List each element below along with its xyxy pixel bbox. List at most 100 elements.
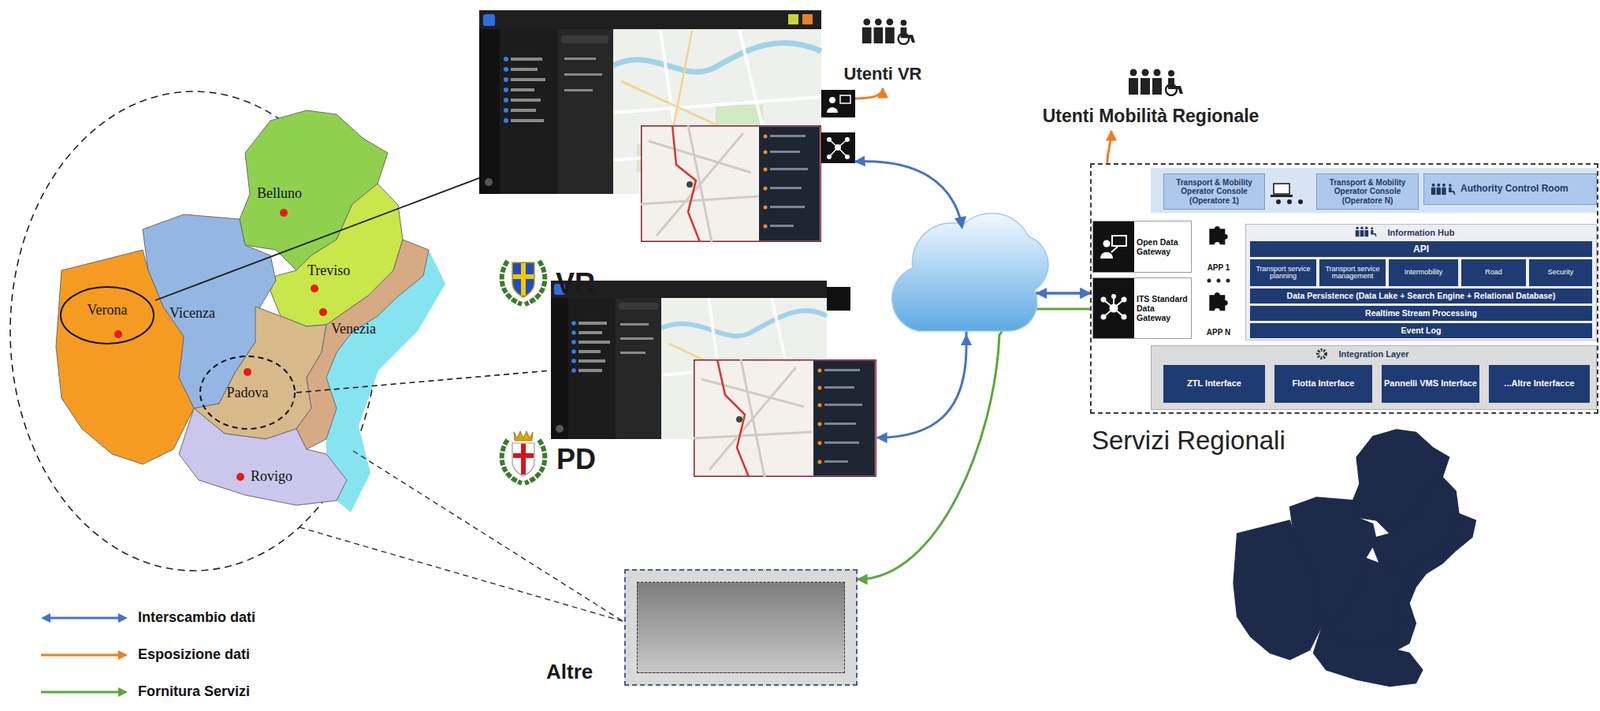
node-text: API xyxy=(1413,244,1429,255)
graphic-part xyxy=(571,349,577,354)
graphic-part xyxy=(1360,226,1364,231)
control-room-box: Authority Control Room xyxy=(1423,173,1597,205)
graphic-part xyxy=(510,88,535,92)
graphic-part xyxy=(620,337,654,340)
graphic-part xyxy=(578,340,611,344)
province-label: Venezia xyxy=(331,320,376,337)
graphic-part xyxy=(503,118,509,123)
node-text: Transport & Mobility Operator Console (O… xyxy=(1167,178,1262,206)
node-text: Authority Control Room xyxy=(1460,183,1569,195)
graphic-part xyxy=(178,408,347,506)
graphic-part xyxy=(1432,183,1436,187)
graphic-part xyxy=(40,654,120,657)
people-icon xyxy=(1430,182,1456,200)
graphic-part xyxy=(818,403,823,408)
graphic-part xyxy=(770,167,808,171)
graphic-part xyxy=(279,208,288,217)
connector-arrow xyxy=(857,308,1091,580)
graphic-part xyxy=(640,125,760,242)
graphic-part xyxy=(824,460,849,463)
legend-text: Fornitura Servizi xyxy=(137,683,250,700)
graphic-part xyxy=(829,96,836,104)
graphic-part xyxy=(564,73,603,76)
graphic-part xyxy=(1112,235,1127,246)
graphic-part xyxy=(802,14,813,25)
graphic-part xyxy=(60,286,154,344)
graphic-part xyxy=(1103,240,1111,248)
graphic-part xyxy=(243,368,252,376)
interface-box: Pannelli VMS Interface xyxy=(1381,364,1480,403)
coat-of-arms xyxy=(502,431,546,484)
node-text: ...Altre Interfacce xyxy=(1503,379,1574,389)
graphic-part xyxy=(1365,226,1369,231)
graphic-part xyxy=(826,154,832,160)
graphic-part xyxy=(503,56,509,123)
callout-line xyxy=(299,527,623,622)
graphic-part xyxy=(319,308,328,317)
graphic-part xyxy=(818,441,823,446)
graphic-part xyxy=(310,284,319,293)
graphic-part xyxy=(513,431,533,441)
node-text: Transport service planning xyxy=(1252,265,1314,281)
graphic-part xyxy=(1431,187,1436,195)
users-icon xyxy=(862,18,916,45)
graphic-part xyxy=(824,441,860,444)
graphic-part xyxy=(844,154,850,160)
graphic-part xyxy=(561,35,609,44)
graphic-part xyxy=(824,368,860,372)
graphic-part xyxy=(510,78,546,82)
graphic-part xyxy=(672,125,700,242)
graphic-part xyxy=(564,57,596,60)
graphic-part xyxy=(770,186,802,190)
graphic-part xyxy=(763,134,768,139)
graphic-part xyxy=(736,416,743,423)
graphic-part xyxy=(1355,230,1360,237)
graphic-part xyxy=(1101,314,1107,320)
graphic-part xyxy=(578,331,603,335)
graphic-part xyxy=(818,368,823,465)
graphic-part xyxy=(1370,226,1374,230)
layer-bar: Data Persistence (Data Lake + Search Eng… xyxy=(1250,288,1593,304)
coat-of-arms xyxy=(502,260,546,305)
graphic-part xyxy=(571,339,577,345)
province-label: Vicenza xyxy=(169,305,216,321)
node-text: APP 1 xyxy=(1207,263,1231,272)
graphic-part xyxy=(200,356,295,429)
interface-box: ...Altre Interfacce xyxy=(1488,364,1590,403)
graphic-part xyxy=(824,386,855,389)
graphic-part xyxy=(503,87,509,93)
graphic-part xyxy=(770,205,805,209)
module-box: Intermobility xyxy=(1388,259,1459,287)
node-text: Information Hub xyxy=(1387,226,1455,239)
graphic-part xyxy=(510,67,538,71)
graphic-part xyxy=(296,239,429,450)
node-text: Pannelli VMS Interface xyxy=(1384,379,1478,389)
graphic-part xyxy=(512,262,535,298)
graphic-part xyxy=(620,323,649,326)
graphic-part xyxy=(503,56,509,62)
graphic-part xyxy=(503,77,509,82)
graphic-part xyxy=(1298,199,1303,205)
municipality-system: PD xyxy=(550,280,878,477)
graphic-part xyxy=(510,57,543,61)
graphic-part xyxy=(1207,279,1212,283)
node-text: Intermobility xyxy=(1404,268,1444,276)
graphic-part xyxy=(578,368,603,373)
graphic-part xyxy=(1276,199,1281,205)
graphic-part xyxy=(550,280,662,440)
graphic-part xyxy=(770,150,800,153)
gateway-icon xyxy=(1093,278,1135,339)
gateway-box: Open Data Gateway xyxy=(1092,220,1192,273)
graphic-part xyxy=(1101,297,1107,303)
province-label: Treviso xyxy=(307,262,350,279)
graphic-part xyxy=(1103,296,1124,317)
graphic-part xyxy=(1121,297,1128,303)
gear-icon xyxy=(1315,347,1329,361)
graphic-part xyxy=(788,14,799,25)
graphic-part xyxy=(55,249,194,465)
graphic-part xyxy=(1320,352,1324,356)
operator-console: Transport & Mobility Operator Console (O… xyxy=(1163,173,1266,210)
node-text: Security xyxy=(1547,268,1574,276)
arrow-head xyxy=(960,334,972,346)
